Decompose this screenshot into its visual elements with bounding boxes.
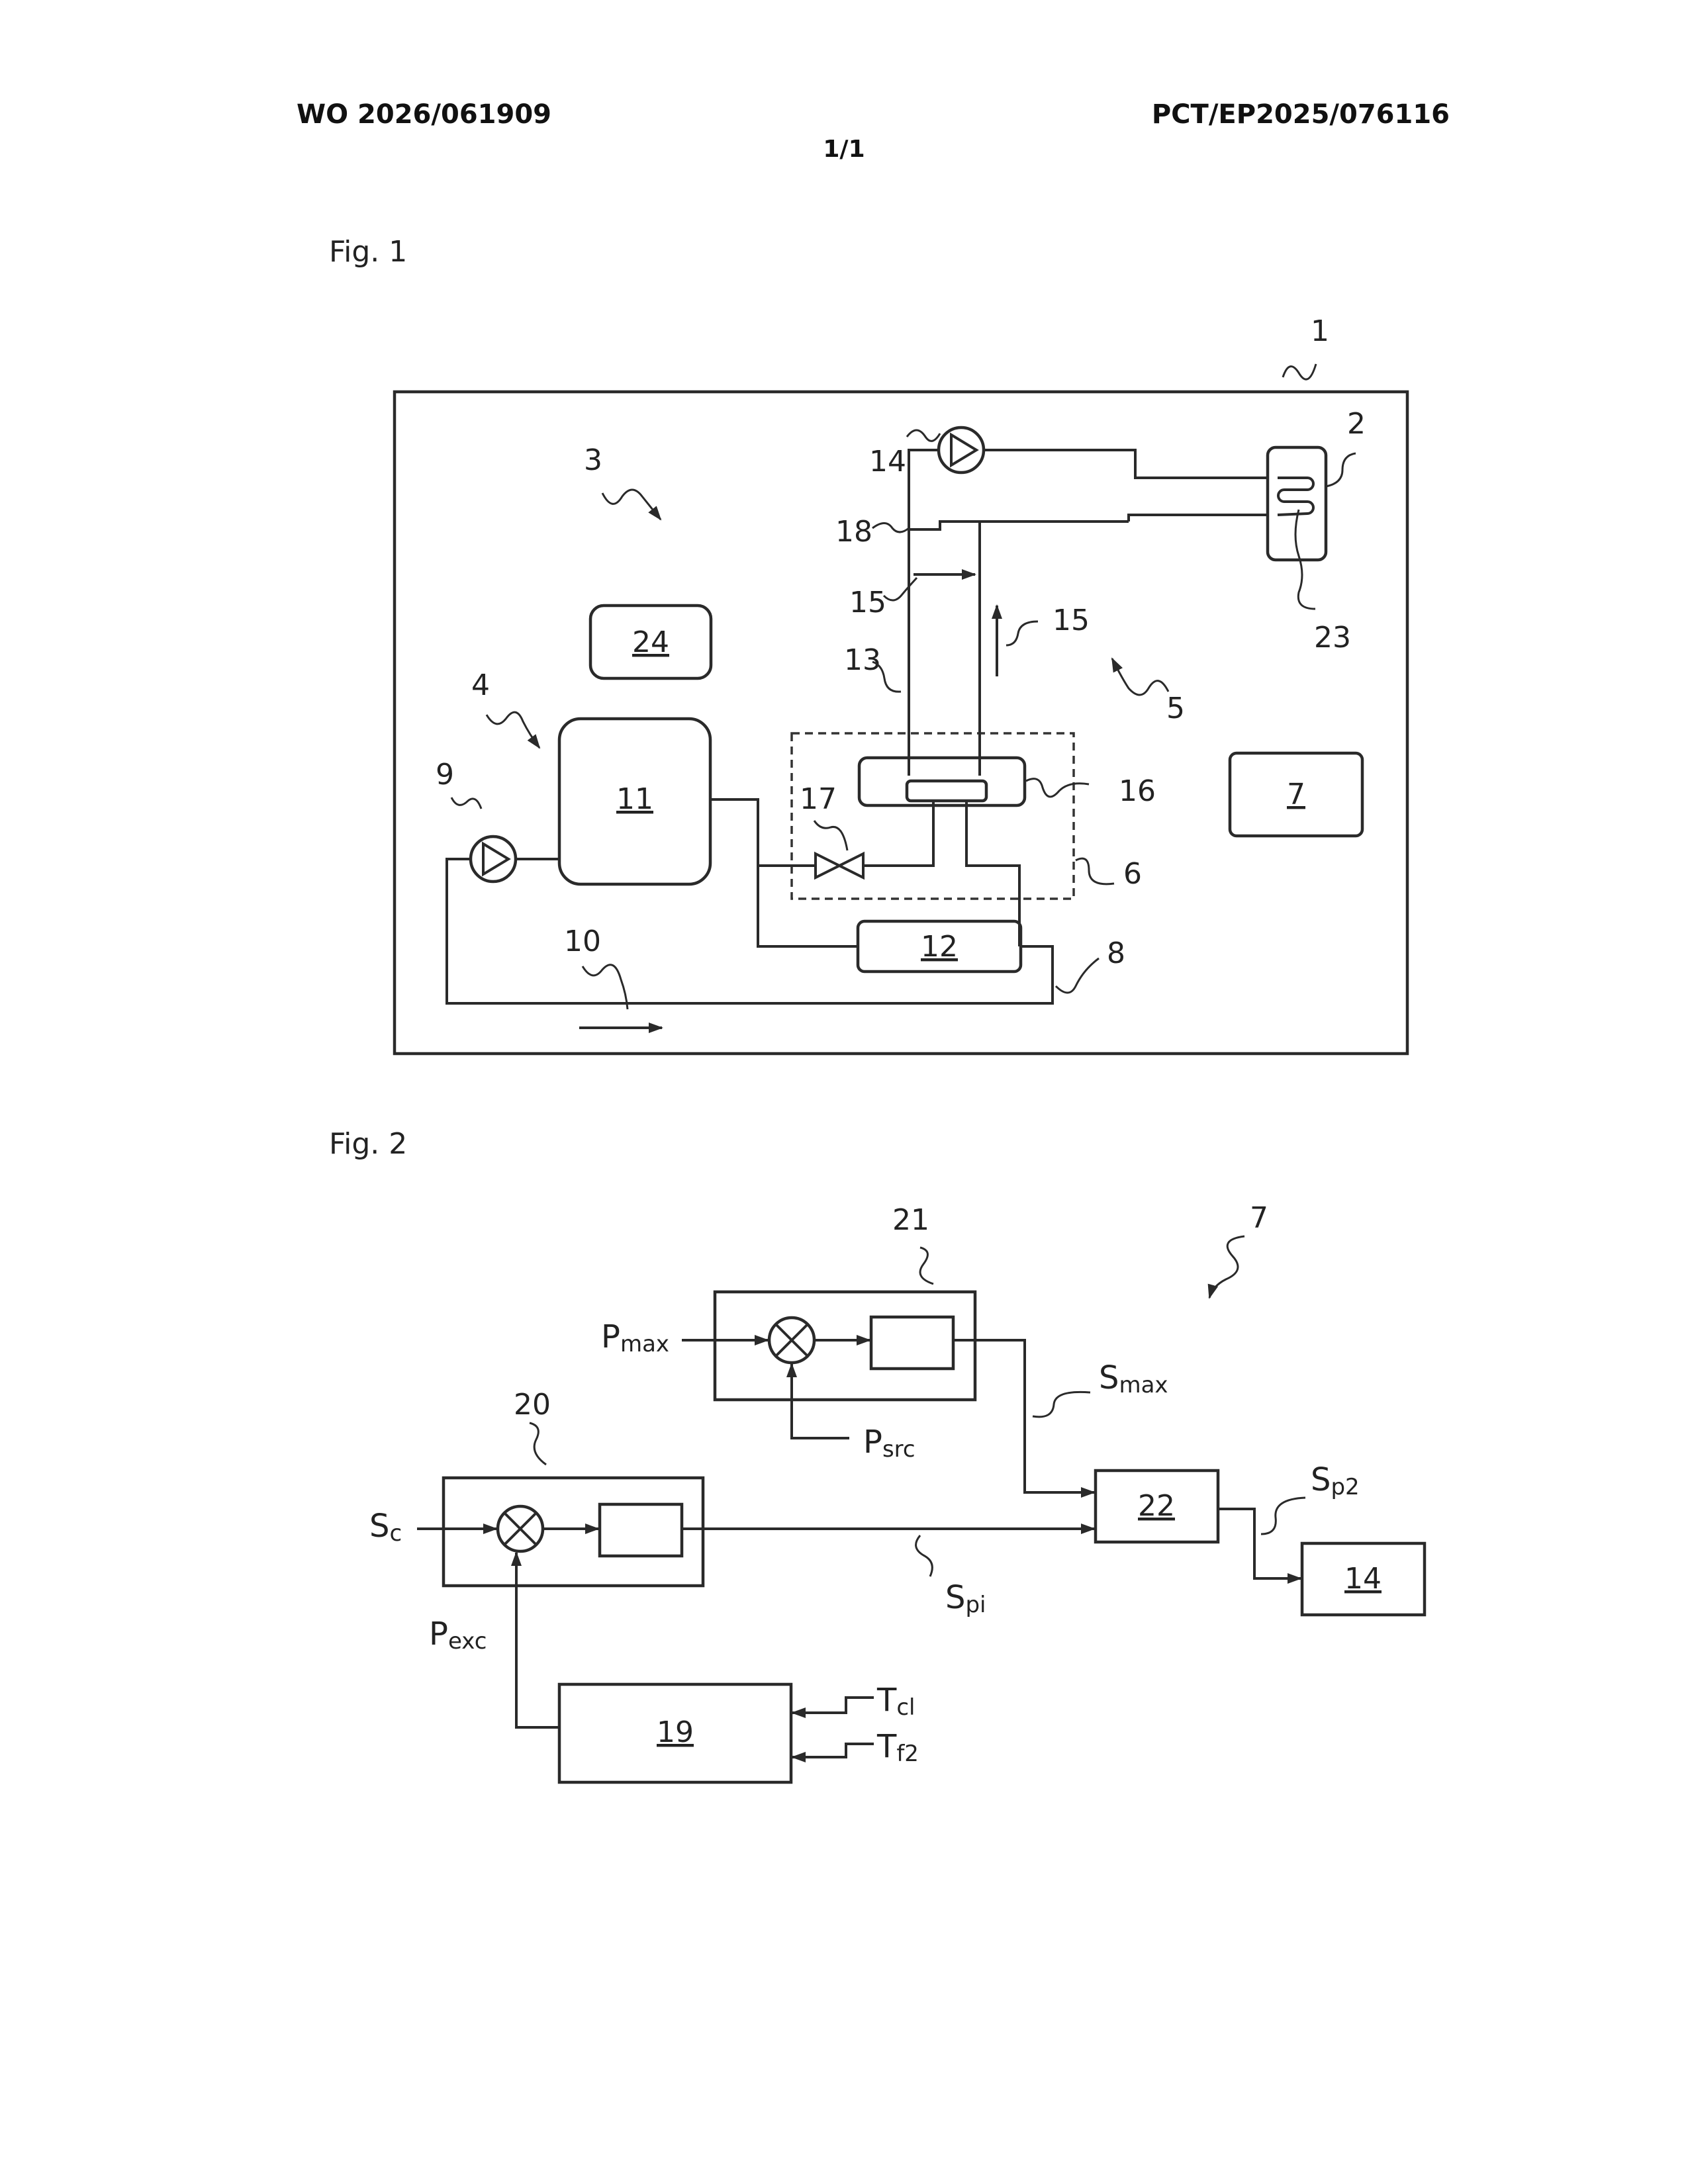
ref-11: 11 [616, 782, 653, 816]
signal-spi: Spi [945, 1579, 986, 1618]
ref-17: 17 [800, 782, 837, 816]
ref-8: 8 [1107, 936, 1125, 970]
leader-7-fig2 [1209, 1236, 1244, 1298]
ref-15b: 15 [1053, 604, 1090, 637]
ref-1: 1 [1311, 314, 1329, 348]
figure-2: Fig. 2 7 21 Pmax Psrc Smax 20 [329, 1127, 1425, 1782]
ref-24: 24 [632, 625, 669, 659]
ref-7-fig1: 7 [1287, 778, 1305, 811]
signal-tf2: Tf2 [876, 1728, 919, 1767]
signal-tcl: Tcl [876, 1682, 915, 1721]
signal-pmax: Pmax [601, 1318, 669, 1357]
ref-9: 9 [436, 758, 454, 792]
ref-18: 18 [835, 515, 872, 549]
figure-1: Fig. 1 1 3 24 4 11 9 12 10 8 [329, 235, 1407, 1054]
ref-22: 22 [1138, 1489, 1175, 1523]
arrow-sp2 [1218, 1509, 1301, 1578]
controller-21 [871, 1317, 953, 1369]
ref-4: 4 [471, 668, 490, 702]
arrow-tf2 [792, 1744, 874, 1757]
ref-19: 19 [657, 1715, 694, 1749]
heat-exchanger-core [907, 781, 986, 801]
signal-sc: Sc [369, 1508, 402, 1547]
leader-spi [916, 1535, 933, 1576]
arrow-tcl [792, 1698, 874, 1713]
signal-psrc: Psrc [863, 1424, 915, 1463]
ref-14-fig2: 14 [1344, 1562, 1382, 1596]
signal-pexc: Pexc [429, 1615, 487, 1655]
ref-7-fig2: 7 [1250, 1201, 1268, 1235]
signal-smax: Smax [1099, 1359, 1168, 1398]
ref-2: 2 [1347, 407, 1366, 441]
ref-13: 13 [844, 643, 881, 677]
ref-3: 3 [584, 443, 602, 477]
leader-1 [1283, 364, 1316, 379]
leader-21 [920, 1248, 933, 1284]
ref-16: 16 [1119, 774, 1156, 808]
fig2-title: Fig. 2 [329, 1127, 407, 1161]
ref-20: 20 [514, 1388, 551, 1422]
ref-21: 21 [892, 1203, 929, 1237]
leader-smax [1033, 1392, 1090, 1417]
ref-10: 10 [564, 925, 601, 958]
ref-14-fig1: 14 [869, 445, 906, 478]
controller-20 [600, 1504, 682, 1556]
signal-sp2: Sp2 [1311, 1461, 1360, 1500]
leader-20 [530, 1423, 546, 1465]
ref-12: 12 [921, 930, 958, 964]
ref-15a: 15 [849, 586, 886, 619]
ref-5: 5 [1166, 692, 1185, 725]
fig1-title: Fig. 1 [329, 235, 407, 269]
ref-23: 23 [1314, 621, 1351, 655]
ref-6: 6 [1123, 857, 1142, 891]
leader-sp2 [1261, 1498, 1305, 1534]
